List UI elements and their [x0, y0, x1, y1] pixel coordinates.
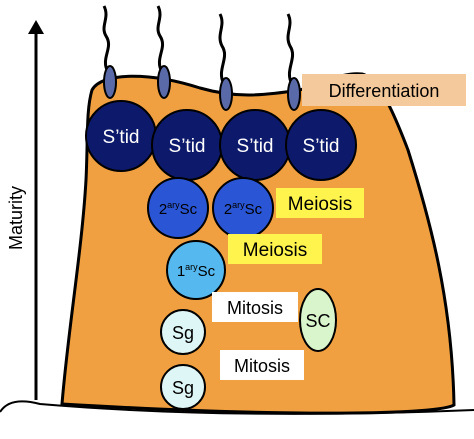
- maturity-axis: Maturity: [6, 20, 44, 400]
- sperm-head: [103, 65, 117, 99]
- spermatogonia: Sg Sg: [160, 309, 206, 410]
- sperm-tail: [286, 13, 295, 85]
- sperm-tail: [102, 5, 111, 73]
- secondary-spermatocyte-row: 2arySc 2arySc: [147, 177, 274, 239]
- secondary-spermatocyte-cell: [147, 177, 209, 239]
- sertoli-cell: SC: [299, 288, 337, 352]
- meiosis-lower-text: Meiosis: [243, 240, 307, 261]
- primary-spermatocyte-cell: [166, 240, 226, 300]
- spermatogonium-cell: [160, 309, 206, 355]
- mitosis-lower-text: Mitosis: [234, 356, 290, 376]
- sperm-tail: [156, 5, 165, 73]
- sperm-head: [157, 65, 171, 99]
- sperm-head: [219, 77, 233, 111]
- meiosis-upper-box: [276, 188, 364, 218]
- maturity-axis-arrowhead: [28, 20, 44, 34]
- primary-spermatocyte-label: 1arySc: [177, 262, 216, 280]
- differentiation-box: [302, 74, 466, 106]
- spermatid-label: S’tid: [103, 127, 140, 148]
- spermatogonium-label: Sg: [172, 323, 194, 343]
- differentiation-text: Differentiation: [329, 81, 440, 101]
- sperm-heads: [103, 65, 301, 111]
- sertoli-cell-label: SC: [305, 311, 330, 331]
- mitosis-lower-box: [220, 350, 304, 380]
- spermatid-label: S’tid: [169, 136, 206, 157]
- mitosis-upper-label: Mitosis: [212, 292, 298, 322]
- spermatogonium-cell: [160, 364, 206, 410]
- maturity-axis-label: Maturity: [6, 186, 26, 250]
- sperm-head: [287, 77, 301, 111]
- meiosis-lower-box: [228, 234, 322, 264]
- spermatogonium-label: Sg: [172, 378, 194, 398]
- spermatid-cell: [285, 109, 357, 181]
- primary-spermatocyte: 1arySc: [166, 240, 226, 300]
- meiosis-upper-label: Meiosis: [276, 188, 364, 218]
- spermatid-row: S’tid S’tid S’tid S’tid: [85, 100, 357, 181]
- sperm-tails: [102, 5, 295, 85]
- spermatid-label: S’tid: [303, 136, 340, 157]
- differentiation-label: Differentiation: [302, 74, 466, 106]
- spermatid-label: S’tid: [237, 136, 274, 157]
- mitosis-upper-box: [212, 292, 298, 322]
- meiosis-upper-text: Meiosis: [288, 194, 352, 215]
- sperm-tail: [218, 13, 227, 85]
- mitosis-upper-text: Mitosis: [227, 298, 283, 318]
- secondary-spermatocyte-label: 2arySc: [159, 200, 198, 218]
- secondary-spermatocyte-label: 2arySc: [224, 200, 263, 218]
- mitosis-lower-label: Mitosis: [220, 350, 304, 380]
- meiosis-lower-label: Meiosis: [228, 234, 322, 264]
- sertoli-cell-shape: [299, 288, 337, 352]
